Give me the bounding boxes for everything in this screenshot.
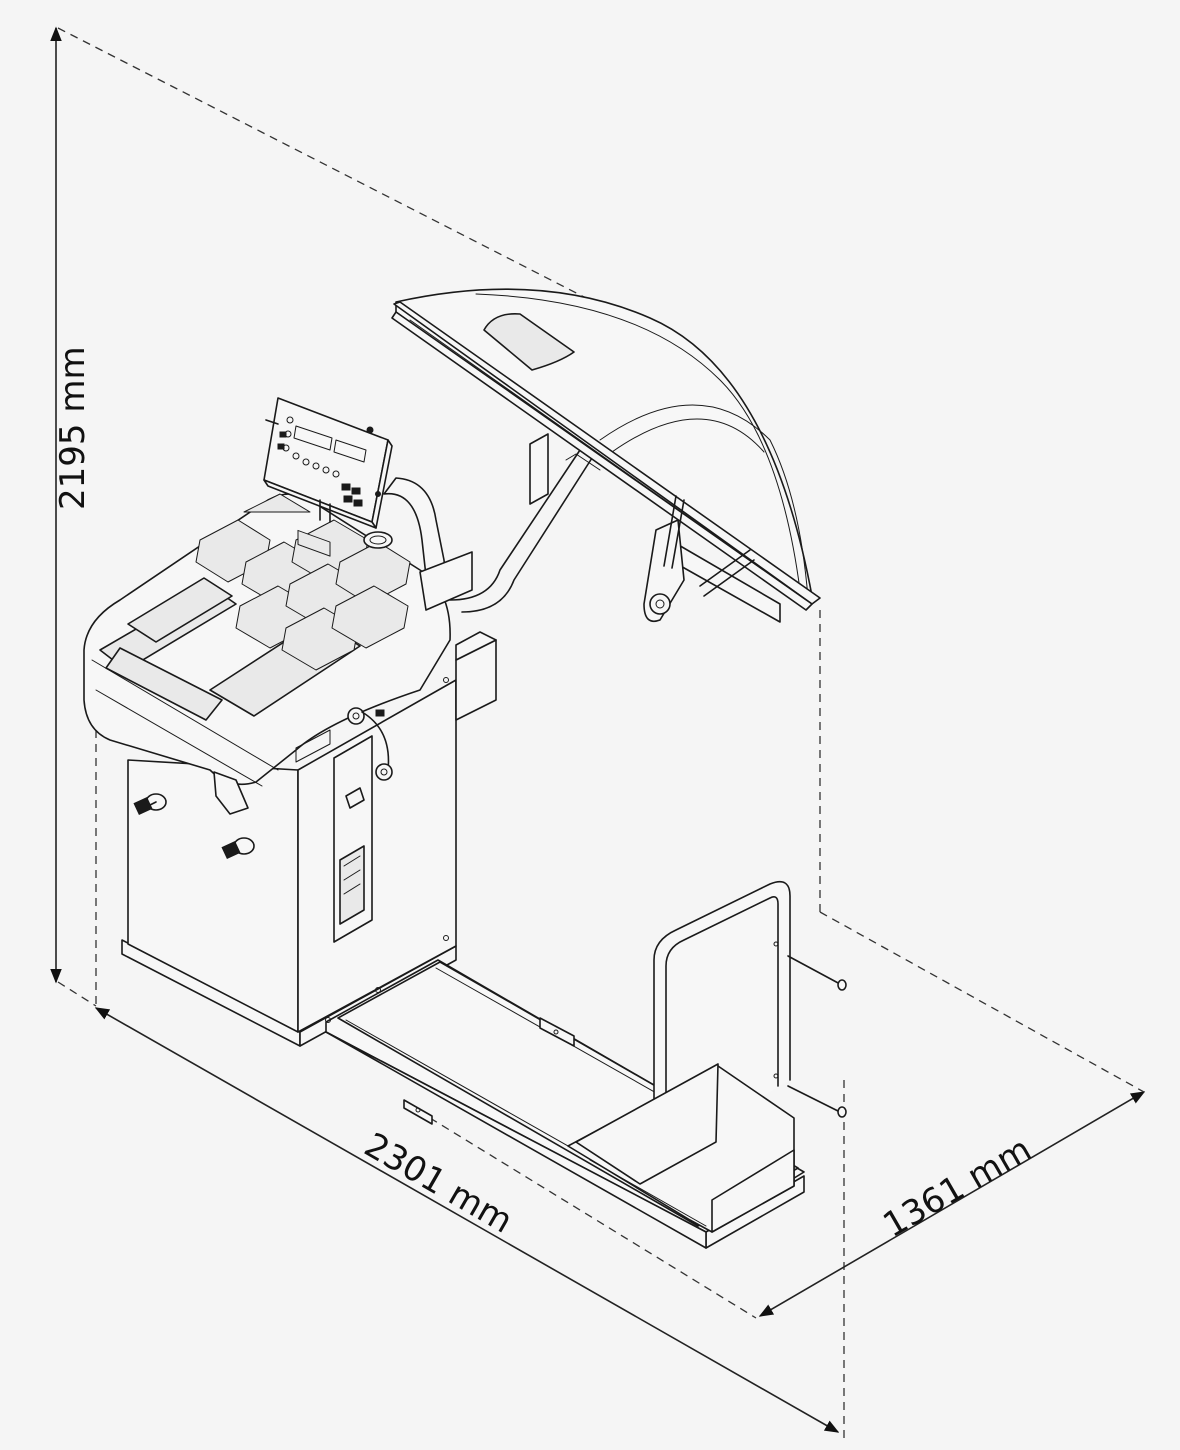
depth-front-extension	[429, 1117, 757, 1319]
depth-label: 1361 mm	[877, 1129, 1039, 1245]
depth-dimension-line	[758, 1091, 1146, 1317]
height-extension-line	[57, 27, 591, 301]
weight-holder-pins	[133, 793, 255, 860]
length-label: 2301 mm	[358, 1125, 520, 1241]
dimension-lines	[50, 26, 1146, 1438]
height-label: 2195 mm	[53, 346, 93, 510]
wheel-lift-frame	[567, 880, 847, 1233]
wheel-balancer-machine	[83, 288, 847, 1249]
control-panel-display	[263, 397, 393, 557]
wheel-guard-hood	[391, 288, 821, 623]
distance-gauge-arm	[295, 707, 393, 809]
height-bottom-extension	[57, 981, 97, 1007]
length-dimension-line	[94, 1007, 840, 1433]
depth-back-extension	[819, 911, 1145, 1093]
hood-arm-tube	[383, 433, 593, 613]
cabinet-body	[127, 631, 497, 1033]
